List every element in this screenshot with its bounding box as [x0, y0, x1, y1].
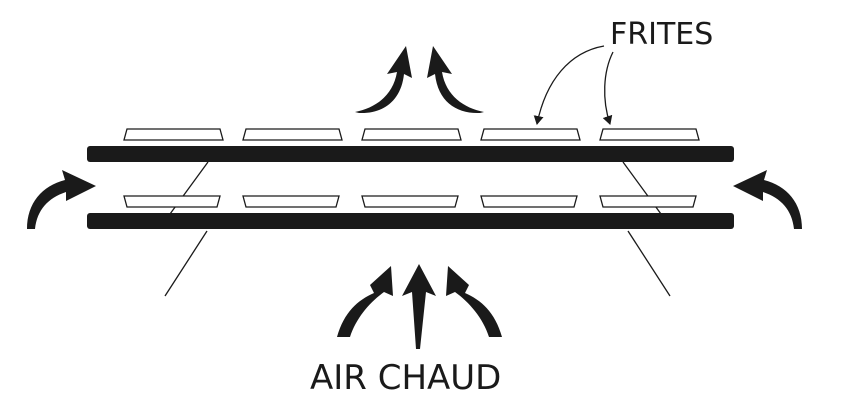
fry-piece [242, 195, 340, 208]
fry-piece [480, 128, 581, 141]
exhaust-arrows [355, 46, 484, 114]
fry-piece [361, 195, 459, 208]
exhaust-arrow-left-icon [355, 46, 412, 114]
fry-piece [242, 128, 343, 141]
fry-piece [123, 195, 221, 208]
fry-piece [480, 195, 578, 208]
fries-callout-line-2 [602, 51, 614, 125]
fries-callout-line-1 [533, 45, 605, 125]
hot-air-arrows [337, 264, 502, 349]
fries-label: FRITES [610, 17, 713, 52]
upper-rack-bar [87, 146, 734, 162]
fry-piece [599, 195, 697, 208]
side-arrow-right-icon [733, 170, 802, 229]
frame-line-right-lower [627, 230, 671, 297]
hot-air-arrow-right-icon [446, 266, 502, 337]
hot-air-arrow-center-icon [402, 264, 436, 349]
frame-line-left-lower [164, 230, 208, 297]
hot-air-arrow-left-icon [337, 266, 393, 337]
side-arrow-left-icon [27, 170, 96, 229]
lower-rack-bar [87, 213, 734, 229]
fries-callout-lines [533, 45, 614, 125]
racks-group [87, 128, 734, 229]
side-arrows [27, 170, 802, 229]
exhaust-arrow-right-icon [427, 46, 484, 114]
hot-air-label: AIR CHAUD [310, 358, 501, 398]
fry-piece [123, 128, 224, 141]
fry-piece [599, 128, 700, 141]
fry-piece [361, 128, 462, 141]
